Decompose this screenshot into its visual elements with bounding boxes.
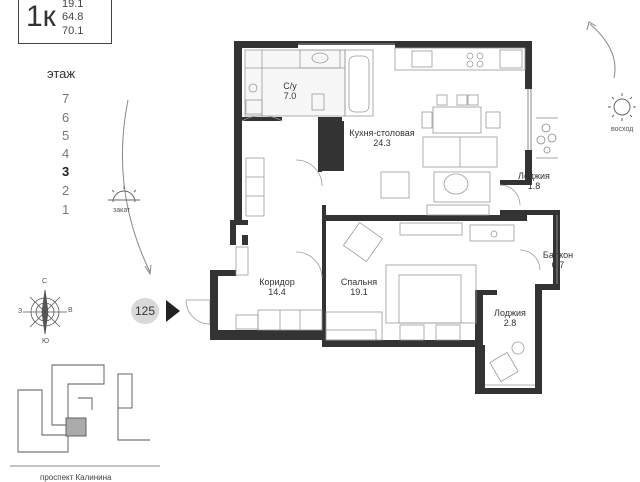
entrance-arrow xyxy=(166,300,180,322)
balcony-name: Балкон xyxy=(542,250,574,260)
bathroom-name: С/у xyxy=(283,81,297,91)
site-plan xyxy=(10,364,160,467)
living-area: 19.1 xyxy=(62,0,84,10)
floor-3-current[interactable]: 3 xyxy=(62,164,70,179)
balcony-label: Балкон 0.7 xyxy=(536,250,580,270)
kitchen-fixtures xyxy=(380,47,526,216)
floor-5[interactable]: 5 xyxy=(62,128,70,143)
walls xyxy=(210,41,560,394)
loggia2-area: 2.8 xyxy=(503,318,517,328)
kitchen-label: Кухня-столовая 24.3 xyxy=(342,128,422,148)
bathroom-label: С/у 7.0 xyxy=(272,81,308,101)
bedroom-label: Спальня 19.1 xyxy=(334,277,384,297)
sunset-label: закат xyxy=(113,207,131,214)
corridor-label: Коридор 14.4 xyxy=(252,277,302,297)
bedroom-area: 19.1 xyxy=(350,287,368,297)
floor-2[interactable]: 2 xyxy=(62,183,70,198)
compass-west: З xyxy=(18,308,23,315)
sunrise-arc xyxy=(589,23,616,79)
floor-1[interactable]: 1 xyxy=(62,202,70,217)
sunset-arc xyxy=(121,99,151,273)
loggia1-name: Лоджия xyxy=(518,171,550,181)
corridor-name: Коридор xyxy=(259,277,295,287)
loggia2-name: Лоджия xyxy=(494,308,526,318)
street-name: проспект Калинина xyxy=(40,473,112,482)
bedroom-fixtures xyxy=(325,221,541,341)
kitchen-area: 24.3 xyxy=(373,138,391,148)
floor-title: этаж xyxy=(47,66,76,81)
loggia2-fixtures xyxy=(485,341,535,386)
bathroom-fixtures xyxy=(244,49,374,117)
corridor-fixtures xyxy=(235,115,323,331)
total-area-with-loggia: 70.1 xyxy=(62,25,84,37)
loggia1-label: Лоджия 1.8 xyxy=(512,171,556,191)
corridor-area: 14.4 xyxy=(268,287,286,297)
total-area: 64.8 xyxy=(62,11,84,23)
floor-7[interactable]: 7 xyxy=(62,91,70,106)
compass-south: Ю xyxy=(42,338,50,345)
kitchen-name: Кухня-столовая xyxy=(349,128,415,138)
floor-6[interactable]: 6 xyxy=(62,110,70,125)
compass-east: В xyxy=(68,307,73,314)
sunset-icon xyxy=(108,186,140,203)
apartment-number-badge: 125 xyxy=(131,298,159,324)
loggia2-label: Лоджия 2.8 xyxy=(488,308,532,328)
apartment-type: 1к xyxy=(26,0,56,33)
bathroom-area: 7.0 xyxy=(283,91,297,101)
sunrise-icon xyxy=(608,93,636,121)
sunrise-label: восход xyxy=(611,126,634,133)
compass-rose xyxy=(23,289,67,335)
plant-icon xyxy=(536,117,558,159)
floor-4[interactable]: 4 xyxy=(62,146,70,161)
loggia1-area: 1.8 xyxy=(527,181,541,191)
balcony-area: 0.7 xyxy=(551,260,565,270)
bedroom-name: Спальня xyxy=(340,277,378,287)
compass-north: С xyxy=(42,278,48,285)
apartment-info-box xyxy=(18,0,112,44)
